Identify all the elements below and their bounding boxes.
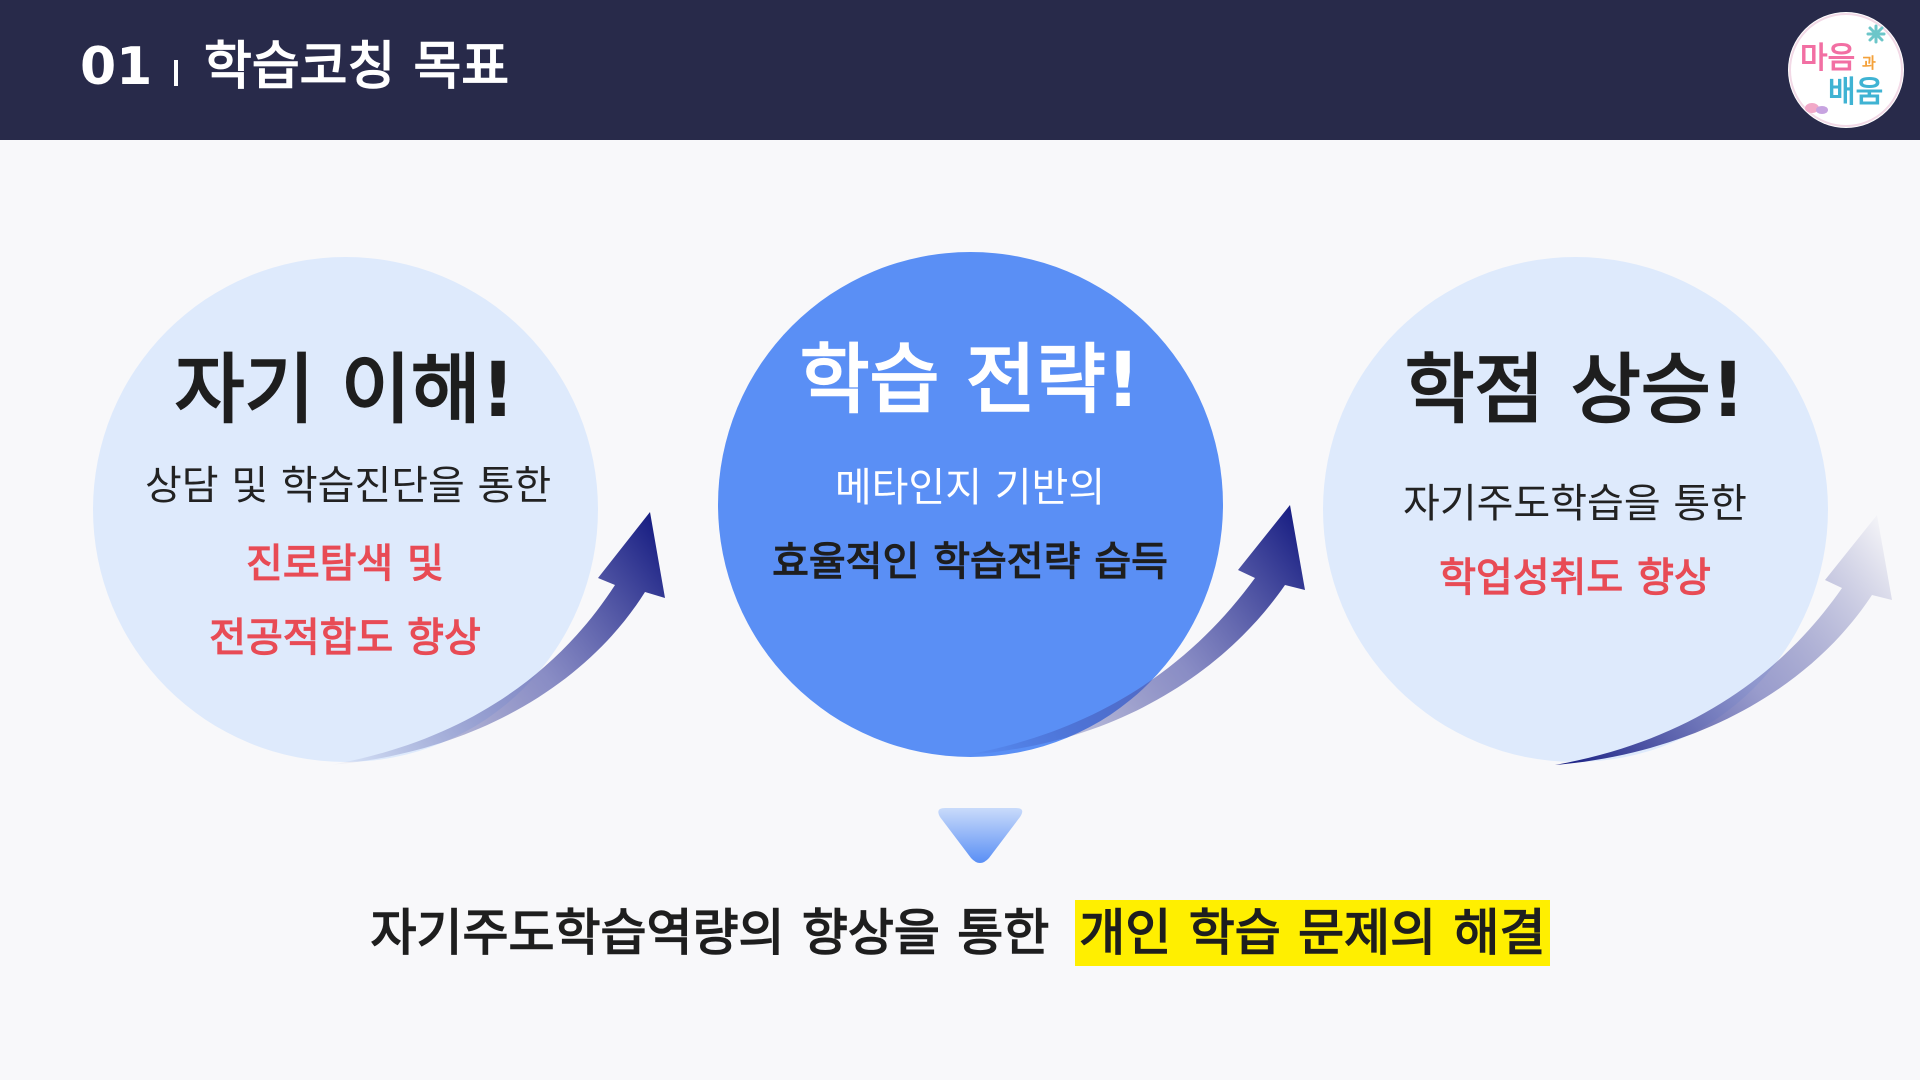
brand-logo: 마음 과 배움 [1788,12,1904,128]
goal-description: 상담 및 학습진단을 통한 [145,463,552,509]
logo-mark-icon: 마음 과 배움 [1789,13,1903,127]
goal-highlight: 진로탐색 및 [246,541,444,587]
summary-text: 자기주도학습역량의 향상을 통한 [370,904,1050,962]
goal-title: 학습 전략! [799,335,1141,424]
section-number: 01 [80,37,153,97]
goal-description: 효율적인 학습전략 습득 [772,539,1168,585]
svg-text:과: 과 [1862,54,1876,72]
summary-statement: 자기주도학습역량의 향상을 통한 개인 학습 문제의 해결 [0,900,1920,966]
goal-title: 학점 상승! [1404,345,1746,434]
svg-text:마음: 마음 [1800,41,1855,76]
header-divider [174,60,178,86]
goal-description: 자기주도학습을 통한 [1403,481,1747,527]
header-bar: 01 학습코칭 목표 마음 과 배움 [0,0,1920,140]
goal-description: 메타인지 기반의 [834,465,1106,511]
goal-highlight: 학업성취도 향상 [1439,555,1711,601]
goal-highlight: 전공적합도 향상 [209,615,481,661]
goal-title: 자기 이해! [174,345,516,434]
svg-text:배움: 배움 [1828,75,1883,110]
summary-highlight: 개인 학습 문제의 해결 [1075,900,1550,966]
page-title: 학습코칭 목표 [204,37,510,97]
